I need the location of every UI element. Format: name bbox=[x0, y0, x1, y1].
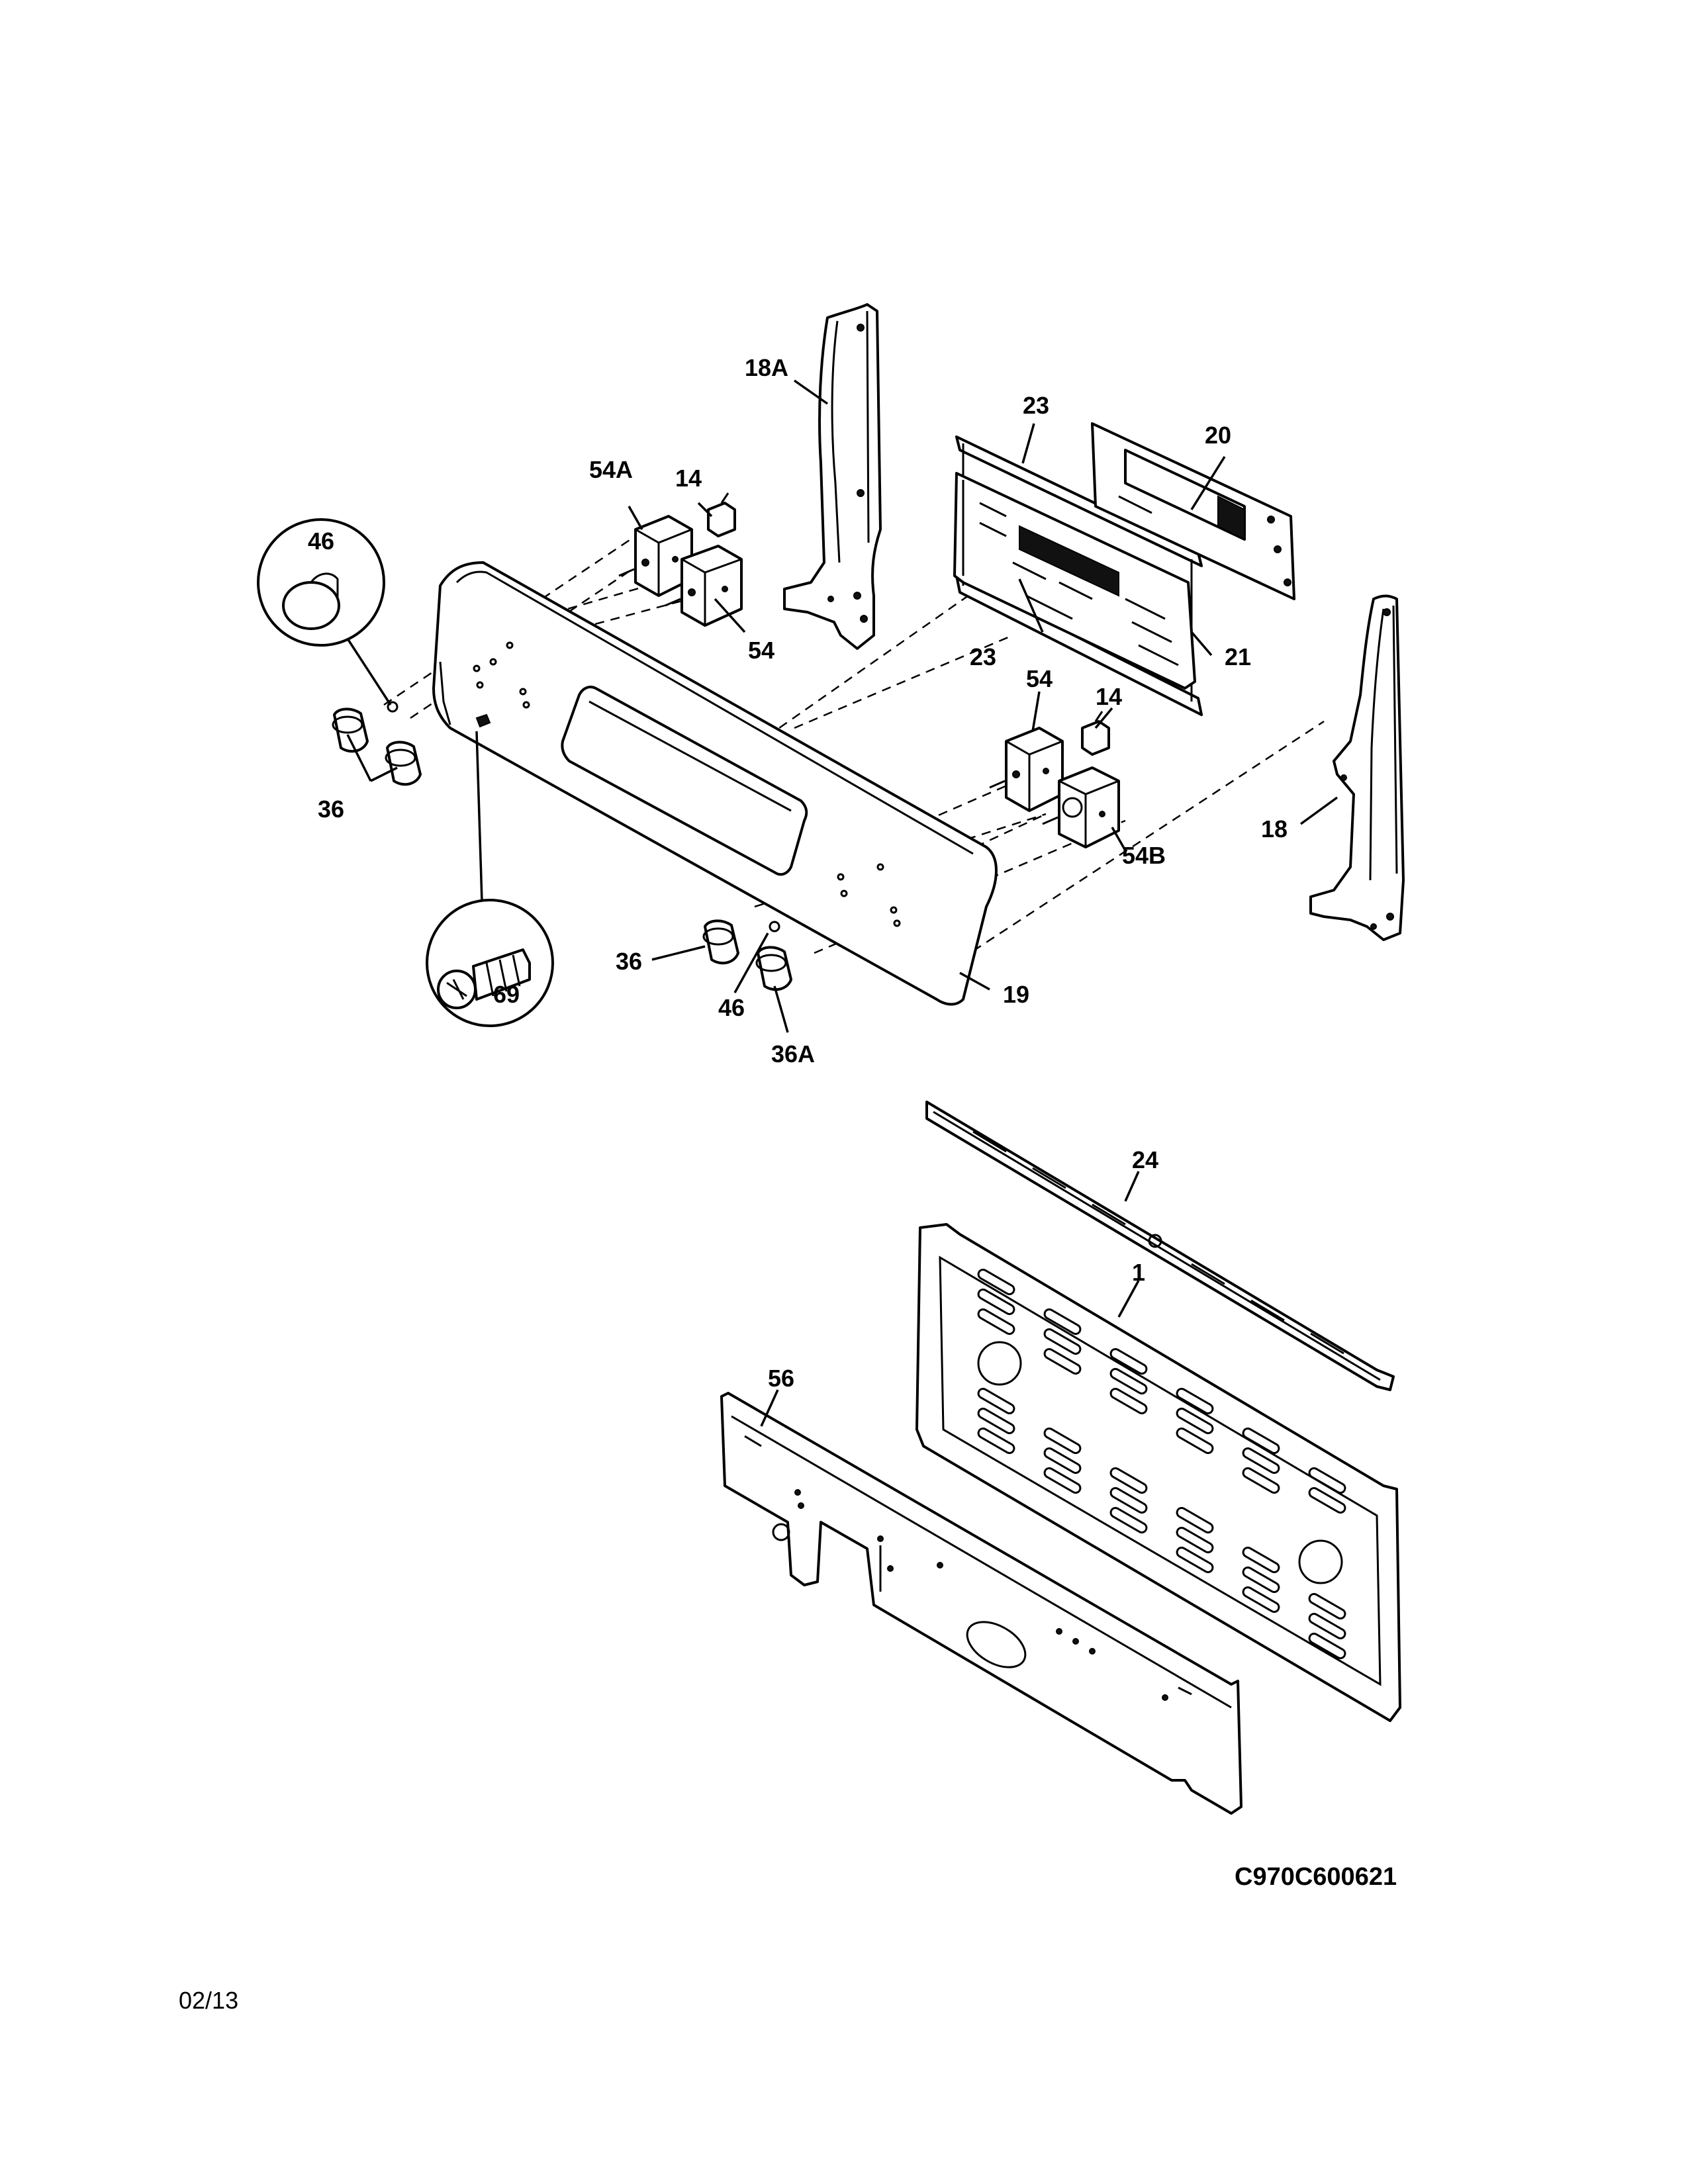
callout-54b: 54B bbox=[1122, 842, 1166, 869]
callout-21: 21 bbox=[1225, 643, 1251, 670]
trim-slots bbox=[972, 1130, 1344, 1355]
shield-holes bbox=[794, 1489, 1168, 1701]
callout-54a: 54A bbox=[589, 456, 633, 483]
part-54-lower-infinite-switch bbox=[989, 727, 1064, 812]
part-24-vent-trim bbox=[925, 1101, 1395, 1391]
callout-23-top: 23 bbox=[1023, 392, 1049, 419]
diagram-code: C970C600621 bbox=[1235, 1863, 1397, 1891]
callout-36-bottom: 36 bbox=[616, 948, 642, 975]
part-54b-infinite-switch bbox=[1042, 766, 1120, 848]
callout-23-bottom: 23 bbox=[970, 643, 996, 670]
part-36-knob-upper-left bbox=[332, 707, 369, 753]
control-keypad-marks bbox=[979, 502, 1179, 666]
part-18-side-bracket bbox=[1309, 594, 1405, 941]
part-1-back-panel bbox=[915, 1223, 1401, 1722]
callout-36-left: 36 bbox=[318, 796, 344, 823]
callout-54-lower: 54 bbox=[1026, 665, 1053, 692]
louver-slots bbox=[977, 1269, 1346, 1659]
panel-mounting-holes bbox=[473, 641, 901, 927]
inset-46-bezel bbox=[257, 518, 392, 705]
part-46-bezel-upper bbox=[387, 701, 399, 713]
part-19-control-panel bbox=[432, 561, 998, 1006]
part-36a-knob bbox=[755, 946, 792, 991]
part-14-upper-indicator-light bbox=[707, 492, 736, 537]
callout-54-upper: 54 bbox=[748, 637, 774, 664]
callout-46-panel: 46 bbox=[718, 994, 745, 1021]
part-21-electronic-control bbox=[953, 472, 1196, 690]
callout-1: 1 bbox=[1132, 1259, 1145, 1286]
callout-19: 19 bbox=[1003, 981, 1029, 1008]
callout-36a: 36A bbox=[771, 1040, 815, 1068]
callout-20: 20 bbox=[1205, 422, 1231, 449]
callout-leader-lines bbox=[346, 379, 1338, 1427]
callout-18a: 18A bbox=[745, 354, 788, 381]
callout-14-lower: 14 bbox=[1096, 683, 1122, 710]
part-46-bezel-lower bbox=[769, 921, 780, 933]
inset-69-screw bbox=[426, 731, 554, 1027]
part-54-upper-infinite-switch bbox=[665, 545, 743, 627]
part-36-knob-bottom bbox=[702, 919, 739, 965]
part-20-control-board bbox=[1091, 422, 1295, 600]
callout-24: 24 bbox=[1132, 1146, 1158, 1173]
part-69-screw-on-panel bbox=[475, 713, 491, 728]
part-18a-side-bracket bbox=[783, 303, 882, 650]
part-56-back-shield bbox=[720, 1392, 1243, 1815]
callout-14-top: 14 bbox=[675, 465, 702, 492]
callout-labels: 18A 23 20 54A 14 46 54 23 21 54 14 36 18… bbox=[308, 354, 1288, 1392]
part-36-knob-lower-left bbox=[385, 741, 422, 786]
revision-date: 02/13 bbox=[179, 1987, 238, 2014]
callout-18: 18 bbox=[1261, 815, 1288, 842]
part-14-lower-indicator-light bbox=[1081, 711, 1110, 756]
callout-56: 56 bbox=[768, 1365, 794, 1392]
callout-46-inset: 46 bbox=[308, 527, 334, 555]
callout-69: 69 bbox=[493, 981, 520, 1008]
